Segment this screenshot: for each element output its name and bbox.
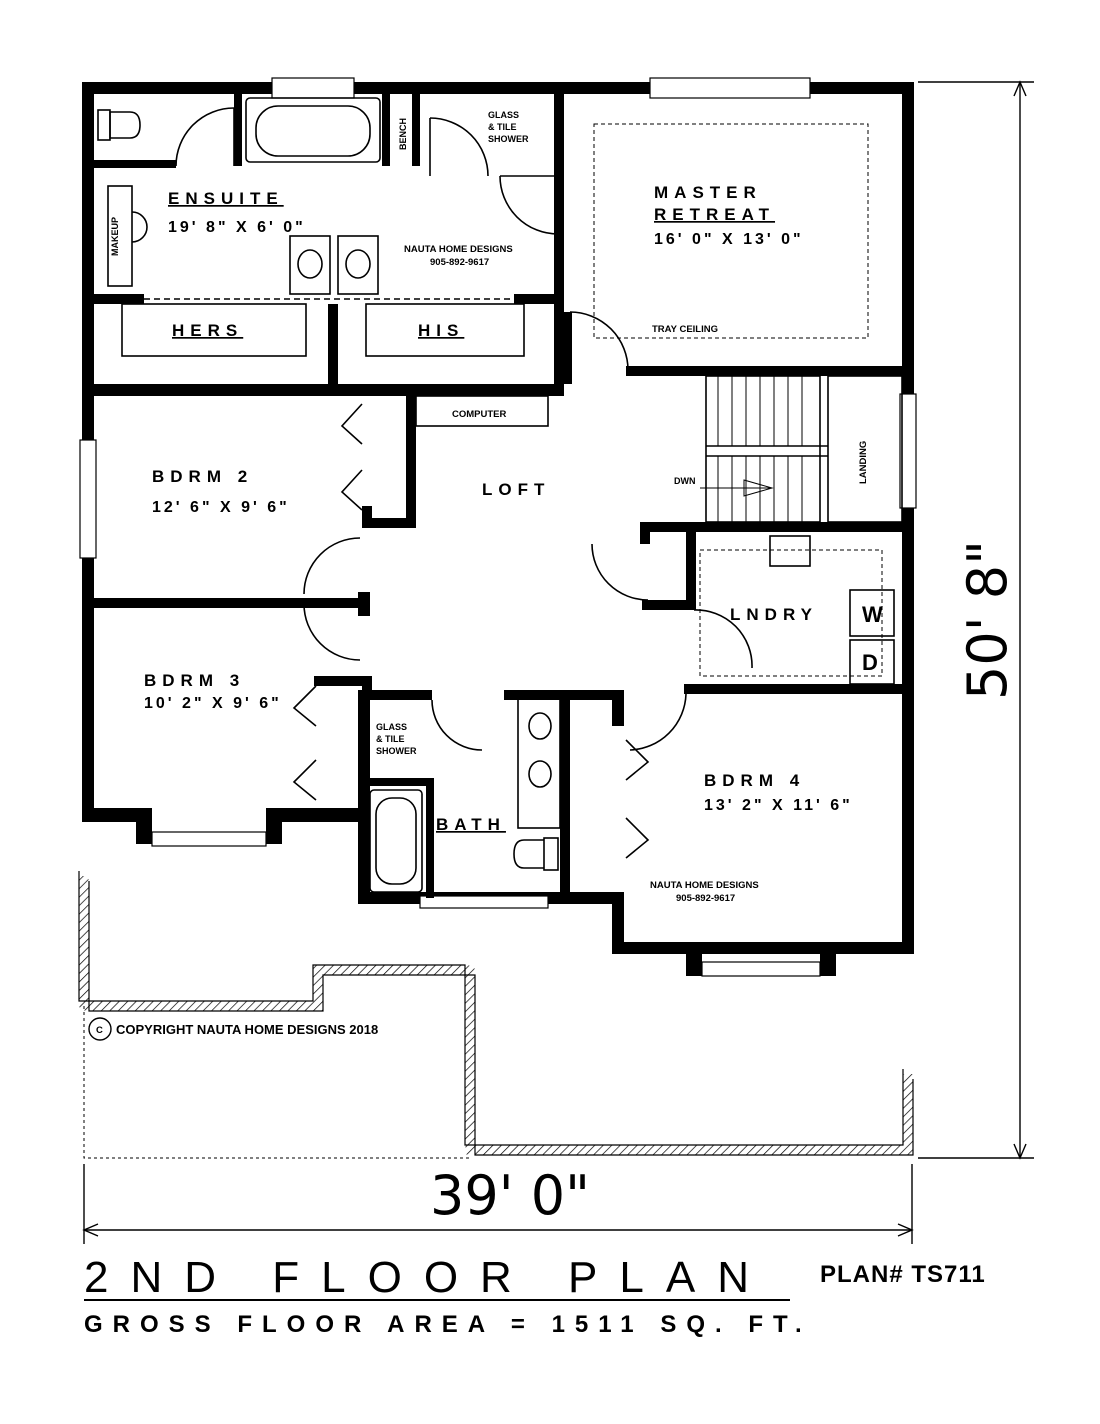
master-dims: 16' 0" X 13' 0" (654, 231, 804, 248)
master-label-line2: RETREAT (654, 205, 775, 224)
dwn-label: DWN (674, 476, 696, 486)
tray-ceiling-label: TRAY CEILING (652, 324, 718, 335)
copyright-symbol: C (96, 1025, 103, 1036)
designer-phone-1: 905-892-9617 (430, 257, 489, 268)
dimension-lines (82, 80, 1034, 1301)
stair-treads (700, 376, 803, 522)
copyright-label: COPYRIGHT NAUTA HOME DESIGNS 2018 (116, 1022, 378, 1037)
bath-label: BATH (436, 815, 506, 834)
windows (79, 77, 917, 977)
bdrm2-label: BDRM 2 (152, 467, 253, 486)
glass-shower-2-line2: & TILE (376, 734, 405, 744)
washer-label: W (862, 602, 883, 627)
ensuite-dims: 19' 8" X 6' 0" (168, 219, 306, 236)
glass-shower-1-line1: GLASS (488, 110, 519, 120)
designer-label-2: NAUTA HOME DESIGNS (650, 880, 759, 891)
plan-title: 2ND FLOOR PLAN (84, 1253, 771, 1302)
glass-shower-1-line2: & TILE (488, 122, 517, 132)
landing-label: LANDING (858, 441, 869, 484)
computer-label: COMPUTER (452, 409, 507, 420)
gross-area: GROSS FLOOR AREA = 1511 SQ. FT. (84, 1311, 812, 1338)
bdrm3-label: BDRM 3 (144, 671, 245, 690)
bdrm3-dims: 10' 2" X 9' 6" (144, 695, 282, 712)
hers-label: HERS (172, 321, 243, 340)
makeup-label: MAKEUP (110, 217, 120, 256)
his-label: HIS (418, 321, 464, 340)
designer-label-1: NAUTA HOME DESIGNS (404, 244, 513, 255)
master-label-line1: MASTER (654, 183, 762, 202)
lndry-label: LNDRY (730, 605, 818, 624)
plan-number: PLAN# TS711 (820, 1261, 986, 1288)
bdrm4-dims: 13' 2" X 11' 6" (704, 797, 853, 814)
roof-outline (78, 871, 914, 1159)
ensuite-label: ENSUITE (168, 189, 284, 208)
fixtures (97, 97, 903, 893)
designer-phone-2: 905-892-9617 (676, 893, 735, 904)
dryer-label: D (862, 650, 878, 675)
glass-shower-2-line3: SHOWER (376, 746, 417, 756)
bdrm4-label: BDRM 4 (704, 771, 805, 790)
interior-walls (94, 92, 908, 902)
depth-dimension: 50' 8" (956, 540, 1019, 700)
loft-label: LOFT (482, 480, 550, 499)
glass-shower-2-line1: GLASS (376, 722, 407, 732)
bdrm2-dims: 12' 6" X 9' 6" (152, 499, 290, 516)
bench-label: BENCH (398, 118, 408, 150)
text-labels: ENSUITE 19' 8" X 6' 0" MAKEUP BENCH GLAS… (84, 110, 1019, 1338)
glass-shower-1-line3: SHOWER (488, 134, 529, 144)
width-dimension: 39' 0" (430, 1164, 590, 1227)
